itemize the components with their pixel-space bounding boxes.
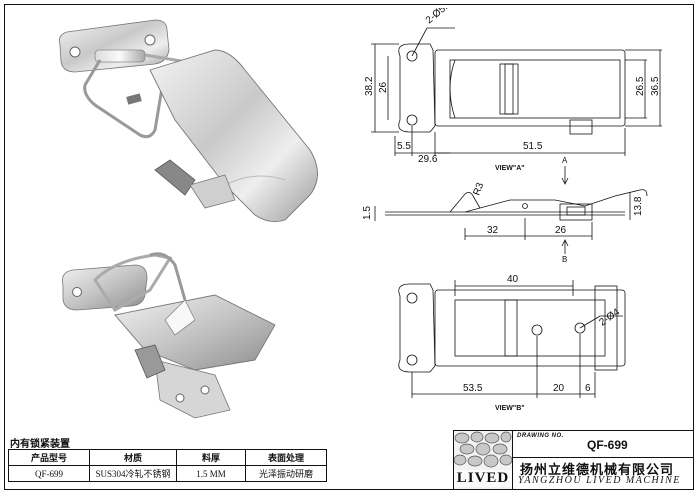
technical-drawing: 2-Ø5.2 38.2 26 26.5 36.5 5.5 29.6 51.5 V… bbox=[362, 8, 662, 412]
dim-bottom-len-mid: 20 bbox=[553, 383, 565, 394]
arrow-b-label: B bbox=[562, 255, 567, 264]
dim-top-left-offset: 5.5 bbox=[397, 141, 411, 152]
dim-top-right-outer: 36.5 bbox=[650, 76, 661, 96]
dim-bottom-len-left: 53.5 bbox=[463, 383, 483, 394]
title-block: LIVED DRAWING NO. QF-699 扬州立维德机械有限公司 YAN… bbox=[453, 430, 694, 489]
dim-bottom-hole: 2-Ø4 bbox=[597, 306, 622, 328]
spec-material: SUS304冷轧不锈钢 bbox=[89, 465, 177, 482]
view-b-label: VIEW"B" bbox=[495, 405, 525, 412]
company-name-en: YANGZHOU LIVED MACHINE bbox=[518, 475, 681, 486]
spec-header-row: 产品型号 材质 料厚 表面处理 bbox=[8, 449, 327, 466]
drawing-frame bbox=[4, 4, 694, 490]
dim-side-length-left: 32 bbox=[487, 225, 499, 236]
drawing-number: QF-699 bbox=[587, 438, 628, 452]
arrow-a-label: A bbox=[562, 156, 568, 165]
product-photo-bottom bbox=[62, 252, 276, 419]
spec-finish: 光泽振动研磨 bbox=[245, 465, 327, 482]
spec-header-finish: 表面处理 bbox=[245, 449, 327, 466]
spec-table: 产品型号 材质 料厚 表面处理 QF-699 SUS304冷轧不锈钢 1.5 M… bbox=[8, 449, 327, 482]
dim-top-main-width: 51.5 bbox=[523, 141, 543, 152]
view-a-label: VIEW"A" bbox=[495, 165, 525, 172]
dim-top-height-inner: 26 bbox=[378, 81, 389, 93]
dim-top-right-inner: 26.5 bbox=[635, 76, 646, 96]
top-view-plate bbox=[398, 43, 436, 133]
dim-side-radius: R3 bbox=[471, 181, 486, 197]
product-photo-top bbox=[58, 19, 318, 223]
spec-model: QF-699 bbox=[8, 465, 90, 482]
drawing-number-row: DRAWING NO. QF-699 bbox=[513, 431, 694, 458]
dim-side-length-right: 26 bbox=[555, 225, 567, 236]
dim-side-height-right: 13.8 bbox=[633, 196, 644, 216]
dim-top-left-width: 29.6 bbox=[418, 154, 438, 165]
spec-header-model: 产品型号 bbox=[8, 449, 90, 466]
dim-top-hole: 2-Ø5.2 bbox=[424, 8, 455, 26]
spec-thickness: 1.5 MM bbox=[176, 465, 246, 482]
spec-value-row: QF-699 SUS304冷轧不锈钢 1.5 MM 光泽振动研磨 bbox=[8, 465, 327, 482]
spec-header-thickness: 料厚 bbox=[176, 449, 246, 466]
spec-caption: 内有锁紧装置 bbox=[10, 439, 70, 450]
company-logo: LIVED bbox=[454, 431, 513, 489]
company-name-cn: 扬州立维德机械有限公司 bbox=[520, 462, 675, 477]
dim-side-thickness: 1.5 bbox=[362, 206, 373, 220]
drawing-number-label: DRAWING NO. bbox=[517, 433, 564, 439]
bottom-view-plate bbox=[398, 283, 436, 373]
spec-header-material: 材质 bbox=[89, 449, 177, 466]
dim-bottom-len-right: 6 bbox=[585, 383, 591, 394]
logo-text: LIVED bbox=[454, 470, 512, 487]
dim-top-height-outer: 38.2 bbox=[364, 76, 375, 96]
dim-bottom-top-width: 40 bbox=[507, 274, 519, 285]
